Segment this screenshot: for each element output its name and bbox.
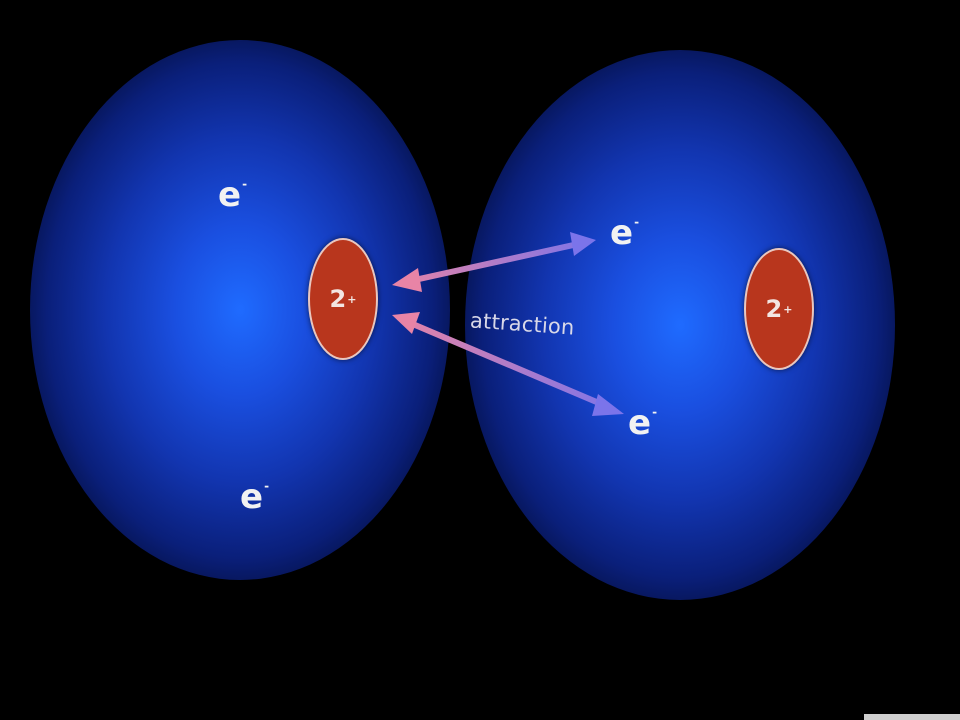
electron-sign: - [264,479,270,493]
electron-symbol: e [628,403,652,443]
nucleus-charge: 2 [765,295,783,323]
electron-symbol: e [218,175,242,215]
nucleus-charge: 2 [329,285,347,313]
electron-right-bottom: e- [628,406,657,440]
corner-bar [864,714,960,720]
electron-cloud-right [465,50,895,600]
arrow-upper [392,232,596,292]
arrow-lower [392,312,624,416]
electron-sign: - [634,215,640,229]
electron-sign: - [242,177,248,191]
electron-left-top: e- [218,178,247,212]
nucleus-left: 2+ [308,238,378,360]
electron-symbol: e [240,477,264,517]
nucleus-sign: + [783,302,793,316]
electron-symbol: e [610,213,634,253]
nucleus-right: 2+ [744,248,814,370]
electron-sign: - [652,405,658,419]
nucleus-sign: + [347,292,357,306]
electron-cloud-left [30,40,450,580]
electron-left-bottom: e- [240,480,269,514]
electron-right-top: e- [610,216,639,250]
